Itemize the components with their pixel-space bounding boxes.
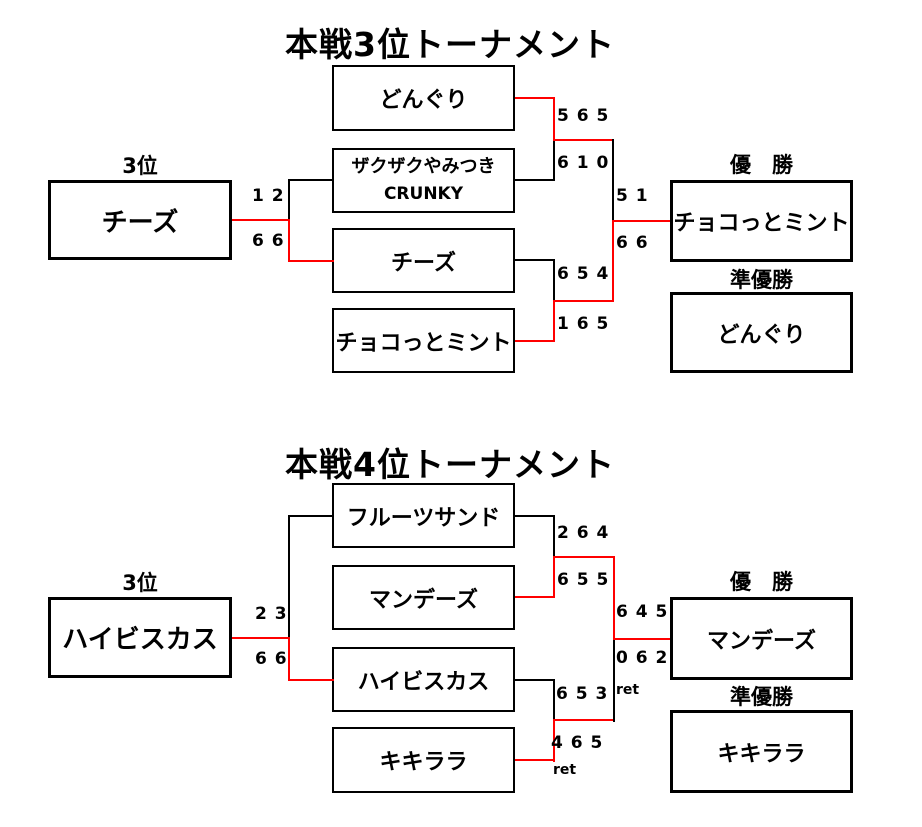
winner-path-line: [515, 596, 555, 598]
bracket3-title: 本戦3位トーナメント: [285, 25, 615, 64]
bracket-line: [553, 679, 555, 722]
third-place-box: チーズ: [48, 180, 232, 260]
winner-path-line: [553, 556, 555, 598]
score-sf2-bottom: 1 6 5: [557, 314, 610, 334]
runnerup-box: どんぐり: [670, 292, 853, 373]
champion-box: チョコっとミント: [670, 180, 853, 262]
bracket-line: [515, 259, 555, 261]
bracket-line: [288, 515, 290, 639]
retirement-note: ret: [553, 762, 577, 778]
player-box-donguri: どんぐり: [332, 65, 515, 131]
score-sf1-top: 5 6 5: [557, 106, 610, 126]
bracket4-third-place-label: 3位: [122, 571, 158, 595]
winner-path-line: [553, 719, 555, 762]
bracket-line: [553, 515, 555, 558]
third-place-box: ハイビスカス: [48, 597, 232, 678]
bracket-line: [515, 679, 555, 681]
player-name-line2: CRUNKY: [383, 184, 464, 205]
winner-path-line: [515, 340, 555, 342]
winner-path-line: [553, 300, 614, 302]
bracket-line: [288, 179, 290, 221]
player-box-mondays: マンデーズ: [332, 565, 515, 630]
bracket-line: [613, 638, 615, 722]
bracket-line: [515, 179, 555, 181]
winner-path-line: [553, 556, 615, 558]
score-final-top: 6 4 5: [616, 602, 669, 622]
score-final-bottom: 6 6: [616, 233, 649, 253]
score-third-bottom: 6 6: [252, 231, 285, 251]
bracket4-runnerup-label: 準優勝: [730, 685, 793, 709]
winner-path-line: [612, 220, 614, 302]
score-sf2-bottom: 4 6 5: [551, 733, 604, 753]
retirement-note: ret: [616, 682, 640, 698]
bracket3-runnerup-label: 準優勝: [730, 268, 793, 292]
bracket3-third-place-label: 3位: [122, 154, 158, 178]
bracket-line: [515, 515, 555, 517]
winner-path-line: [612, 220, 670, 222]
score-final-top: 5 1: [616, 186, 649, 206]
winner-path-line: [613, 556, 615, 640]
score-final-bottom: 0 6 2: [616, 648, 669, 668]
score-sf1-bottom: 6 1 0: [557, 153, 610, 173]
bracket3-champion-label: 優 勝: [730, 153, 793, 177]
bracket4-champion-label: 優 勝: [730, 570, 793, 594]
score-sf1-top: 2 6 4: [557, 523, 610, 543]
score-sf1-bottom: 6 5 5: [557, 570, 610, 590]
winner-path-line: [553, 300, 555, 342]
runnerup-box: キキララ: [670, 710, 853, 793]
winner-path-line: [515, 97, 555, 99]
score-sf2-top: 6 5 3: [556, 684, 609, 704]
champion-box: マンデーズ: [670, 597, 853, 680]
winner-path-line: [613, 638, 670, 640]
player-box-crunky: ザクザクやみつき CRUNKY: [332, 148, 515, 213]
winner-path-line: [553, 139, 614, 141]
winner-path-line: [553, 97, 555, 141]
player-box-chocomint: チョコっとミント: [332, 308, 515, 373]
winner-path-line: [288, 637, 290, 681]
bracket4-title: 本戦4位トーナメント: [285, 445, 615, 484]
bracket-line: [612, 139, 614, 222]
winner-path-line: [232, 219, 289, 221]
score-sf2-top: 6 5 4: [557, 264, 610, 284]
bracket-line: [288, 515, 334, 517]
winner-path-line: [288, 219, 290, 262]
player-name-line1: ザクザクやみつき: [351, 155, 496, 177]
score-third-bottom: 6 6: [255, 649, 288, 669]
winner-path-line: [232, 637, 289, 639]
bracket-line: [288, 179, 334, 181]
bracket-line: [553, 259, 555, 302]
score-third-top: 2 3: [255, 604, 288, 624]
bracket-line: [553, 139, 555, 181]
player-box-cheese: チーズ: [332, 228, 515, 293]
player-box-kikilala: キキララ: [332, 727, 515, 793]
winner-path-line: [288, 679, 334, 681]
player-box-fruitsand: フルーツサンド: [332, 483, 515, 548]
winner-path-line: [288, 260, 334, 262]
player-box-hibiscus: ハイビスカス: [332, 647, 515, 712]
score-third-top: 1 2: [252, 186, 285, 206]
winner-path-line: [515, 759, 555, 761]
winner-path-line: [553, 719, 615, 721]
